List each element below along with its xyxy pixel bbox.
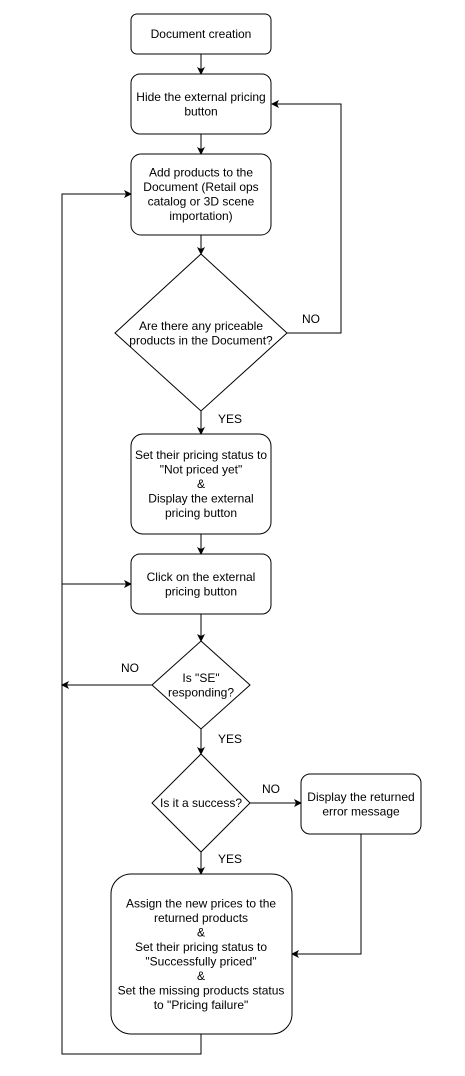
- node-set-not-priced: Set their pricing status to"Not priced y…: [130, 433, 272, 535]
- node-hide-button-text-line: Hide the external pricing: [136, 90, 265, 104]
- decision-se-responding-text-line: Is "SE": [182, 671, 219, 685]
- decision-priceable-text-line: products in the Document?: [129, 333, 273, 347]
- node-set-not-priced-text: Set their pricing status to"Not priced y…: [135, 448, 267, 520]
- node-document-creation-text-line: Document creation: [151, 27, 252, 41]
- node-assign-prices-text-line: Set their pricing status to: [135, 940, 267, 954]
- node-document-creation: Document creation: [130, 13, 272, 55]
- node-display-error-text-line: error message: [322, 804, 400, 818]
- decision-se-responding: Is "SE"responding?: [151, 640, 251, 730]
- edges: [61, 54, 362, 1055]
- edge-priceable-no-loop: [271, 100, 342, 334]
- node-document-creation-text: Document creation: [151, 27, 252, 41]
- label-se-yes: YES: [218, 732, 242, 746]
- node-add-products-text-line: Add products to the: [149, 165, 253, 179]
- edge-error-to-assign: [291, 834, 362, 958]
- label-se-no: NO: [121, 661, 139, 675]
- node-assign-prices-text-line: &: [197, 925, 205, 939]
- decision-se-responding-text-line: responding?: [168, 685, 234, 699]
- node-set-not-priced-text-line: &: [197, 477, 205, 491]
- node-set-not-priced-text-line: pricing button: [165, 506, 237, 520]
- node-add-products-text-line: importation): [169, 209, 232, 223]
- edge-assign-loop-back: [61, 190, 202, 1055]
- label-success-no: NO: [262, 782, 280, 796]
- node-assign-prices-text-line: &: [197, 969, 205, 983]
- node-assign-prices-text-line: Set the missing products status: [118, 983, 285, 997]
- decision-is-success-text-line: Is it a success?: [160, 796, 242, 810]
- decision-priceable-text-line: Are there any priceable: [139, 319, 263, 333]
- decision-is-success: Is it a success?: [151, 753, 251, 853]
- node-assign-prices-text-line: "Successfully priced": [145, 954, 256, 968]
- label-priceable-yes: YES: [218, 412, 242, 426]
- decision-se-responding-text: Is "SE"responding?: [168, 671, 234, 700]
- node-display-error-text-line: Display the returned: [307, 790, 414, 804]
- node-assign-prices-text-line: Assign the new prices to the: [126, 896, 276, 910]
- node-add-products-text-line: catalog or 3D scene: [148, 194, 255, 208]
- label-priceable-no: NO: [302, 312, 320, 326]
- node-set-not-priced-text-line: Display the external: [148, 492, 253, 506]
- edge-labels: NO YES NO YES NO YES: [121, 312, 320, 866]
- node-click-button-text-line: Click on the external: [147, 570, 256, 584]
- node-assign-prices-text-line: returned products: [154, 911, 248, 925]
- label-success-yes: YES: [218, 852, 242, 866]
- node-click-button-text-line: pricing button: [165, 584, 237, 598]
- node-assign-prices-text-line: to "Pricing failure": [154, 998, 249, 1012]
- node-add-products-text-line: Document (Retail ops: [143, 180, 258, 194]
- node-set-not-priced-text-line: "Not priced yet": [160, 463, 243, 477]
- node-hide-button-text-line: button: [184, 104, 217, 118]
- decision-is-success-text: Is it a success?: [160, 796, 242, 810]
- node-set-not-priced-text-line: Set their pricing status to: [135, 448, 267, 462]
